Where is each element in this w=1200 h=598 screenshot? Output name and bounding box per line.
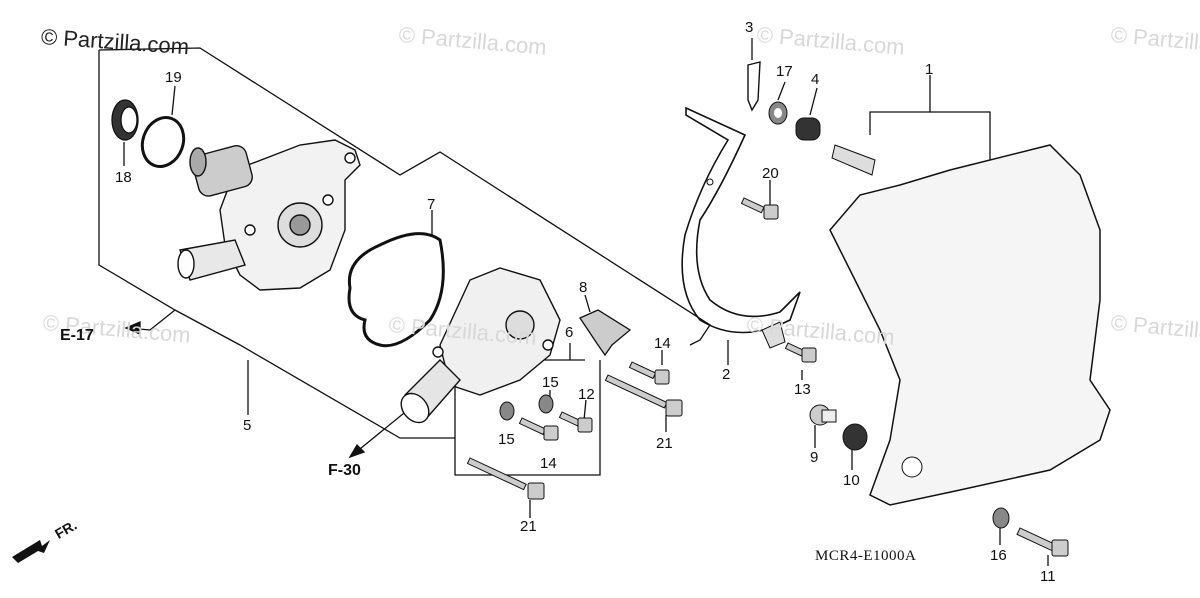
pump-cover-part-6 [400, 267, 561, 424]
leader-line-6b [454, 345, 601, 476]
bolt-part-20 [740, 197, 779, 220]
bolt-part-13 [784, 342, 817, 363]
assembly-bracket-line [98, 47, 711, 346]
callout-9: 9 [810, 449, 819, 466]
leader-line-12 [583, 399, 587, 421]
callout-19: 19 [165, 69, 182, 86]
callout-20: 20 [762, 165, 779, 182]
callout-14-lower: 14 [540, 455, 557, 472]
arrow-e17 [124, 321, 141, 335]
cover-part-1 [829, 144, 1111, 506]
bolt-part-11 [1016, 527, 1069, 557]
grommet-part-4 [795, 117, 821, 141]
callout-14-upper: 14 [654, 335, 671, 352]
callout-11: 11 [1040, 568, 1056, 585]
leader-line-19 [171, 85, 176, 116]
bolt-part-1-pin [831, 144, 876, 176]
callout-16: 16 [990, 547, 1007, 564]
bolt-part-21-lower [466, 457, 545, 500]
callout-18: 18 [115, 169, 132, 186]
callout-3: 3 [745, 19, 754, 36]
callout-7: 7 [427, 196, 436, 213]
hose-guide-part-2 [681, 106, 801, 334]
callout-17: 17 [776, 63, 793, 80]
washer-part-15-upper [538, 394, 554, 414]
arrow-f30 [348, 443, 366, 459]
o-ring-part-19 [140, 116, 186, 168]
water-pump-part-5 [177, 139, 361, 291]
bolt-part-14-lower [518, 417, 559, 441]
leader-line-1 [869, 75, 931, 135]
grommet-part-10 [842, 423, 868, 451]
callout-5: 5 [243, 417, 252, 434]
gasket-part-7 [347, 232, 445, 348]
assembly-bracket-line [98, 50, 455, 439]
callout-21-lower: 21 [520, 518, 537, 535]
callout-1: 1 [925, 61, 934, 78]
leader-line-6 [544, 355, 585, 361]
callout-15-lower: 15 [498, 431, 515, 448]
callout-4: 4 [811, 71, 820, 88]
callout-21-upper: 21 [656, 435, 673, 452]
bolt-part-14-upper [628, 361, 670, 385]
bolt-part-12 [558, 411, 593, 433]
callout-15-upper: 15 [542, 374, 559, 391]
washer-part-16 [992, 507, 1010, 529]
clip-part-3 [747, 61, 761, 112]
callout-12: 12 [578, 386, 595, 403]
leader-line-8 [584, 294, 591, 313]
leader-line-17 [777, 81, 786, 101]
diagram-code: MCR4-E1000A [815, 548, 917, 564]
stay-tab [761, 321, 786, 349]
callout-10: 10 [843, 472, 860, 489]
mount-hole [706, 178, 714, 186]
collar-part-9 [809, 404, 837, 426]
leader-line-1b [930, 111, 991, 165]
washer-part-15-lower [499, 401, 515, 421]
reference-f30: F-30 [328, 462, 361, 479]
front-arrow-icon [12, 540, 50, 563]
bolt-part-21-upper [604, 374, 683, 417]
callout-13: 13 [794, 381, 811, 398]
bracket-part-8 [579, 309, 632, 357]
callout-2: 2 [722, 366, 731, 383]
callout-6: 6 [565, 324, 574, 341]
leader-line-4 [809, 87, 818, 116]
oil-seal-part-18 [111, 99, 139, 141]
callout-8: 8 [579, 279, 588, 296]
reference-e17: E-17 [60, 327, 94, 344]
